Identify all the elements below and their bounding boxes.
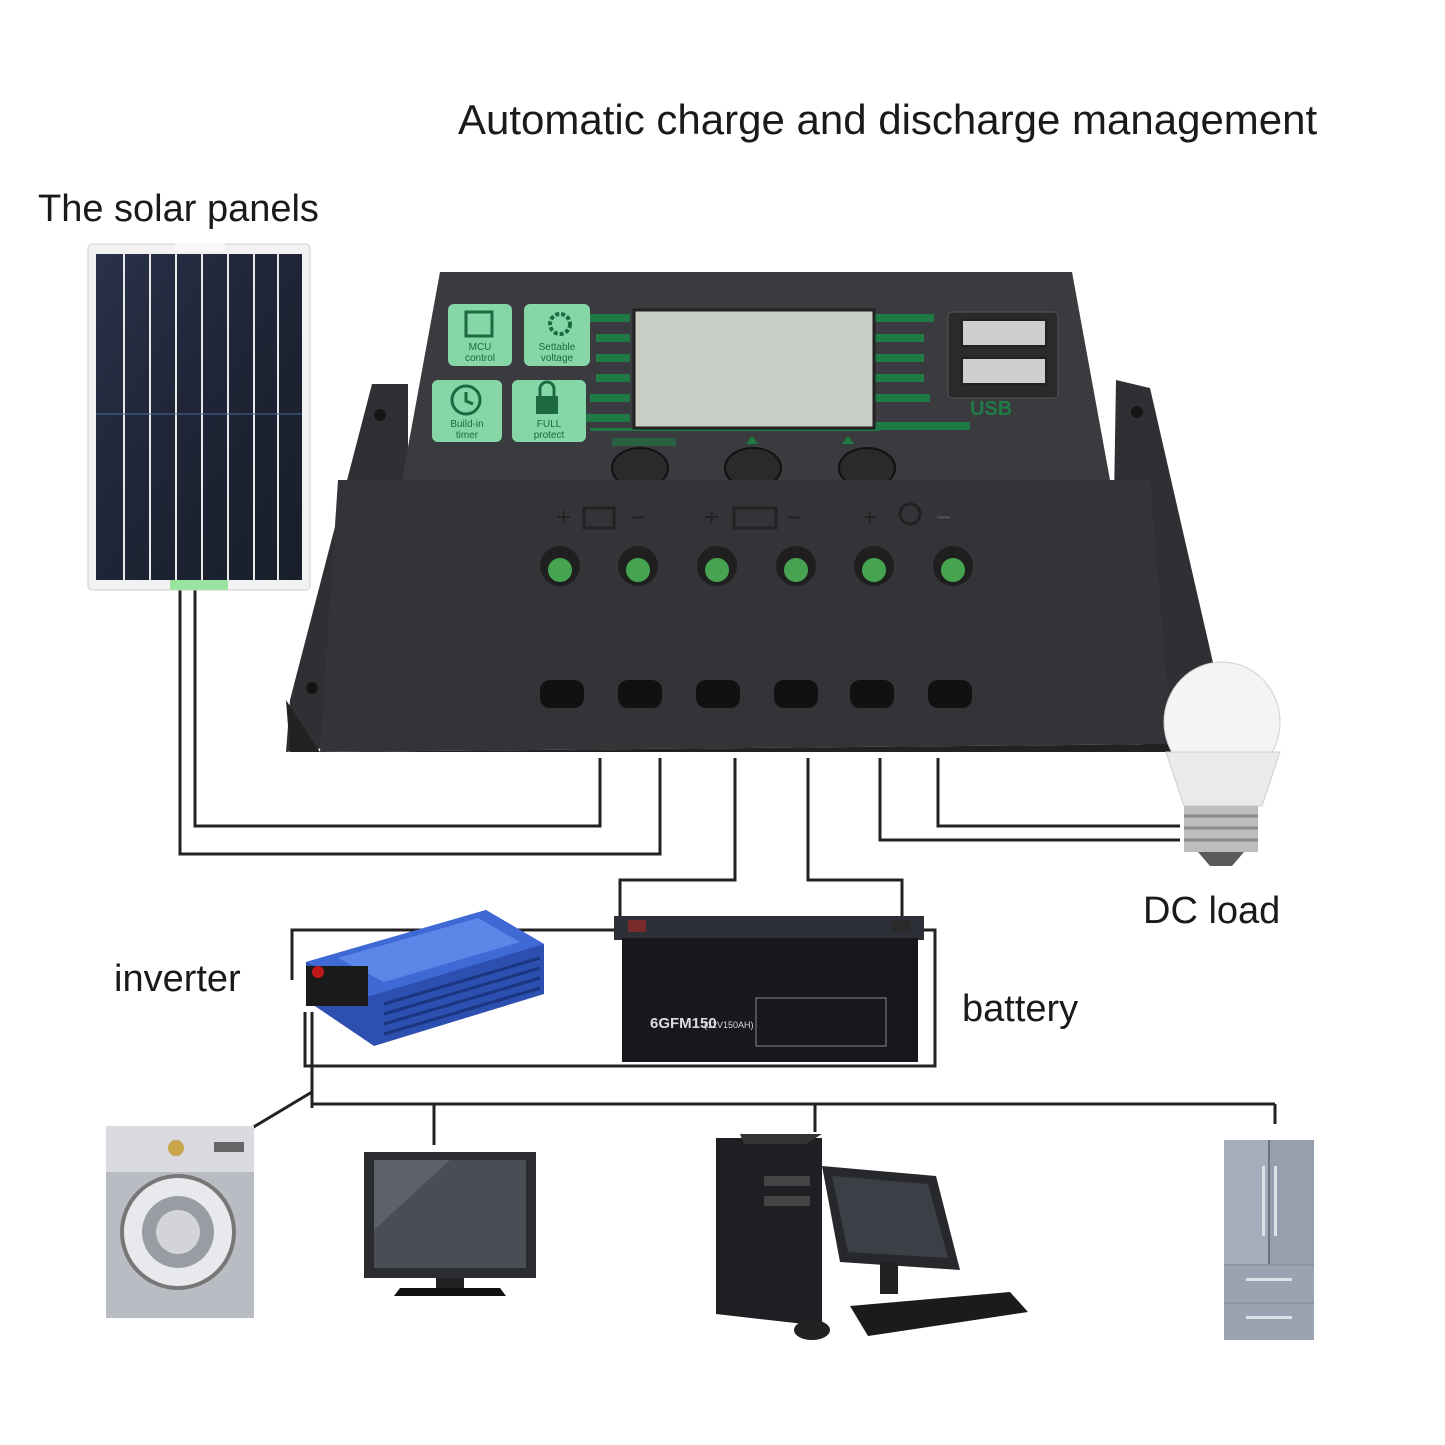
- battery-label: battery: [962, 988, 1079, 1030]
- btn-timer-line2: timer: [456, 430, 479, 441]
- wire-battery-positive: [618, 758, 737, 925]
- dc-load-label: DC load: [1143, 890, 1281, 932]
- wires: [178, 590, 1277, 1145]
- terminal-icons: + − + − + −: [556, 502, 951, 532]
- charge-controller: MCU control Settable voltage Build-in ti…: [286, 272, 1228, 752]
- lcd-screen: [632, 308, 876, 430]
- solar-panel: [87, 243, 311, 591]
- battery-icon: [732, 506, 778, 530]
- wire-load-negative: [936, 758, 1180, 828]
- svg-text:+: +: [862, 502, 877, 532]
- usb-ports: USB: [947, 311, 1059, 420]
- svg-text:−: −: [786, 502, 801, 532]
- svg-text:+: +: [704, 502, 719, 532]
- wire-slots: [540, 680, 972, 708]
- diagram-title: Automatic charge and discharge managemen…: [458, 96, 1318, 143]
- usb-port-2: [961, 357, 1047, 385]
- feature-buttons: MCU control Settable voltage Build-in ti…: [432, 304, 590, 442]
- inverter-label: inverter: [114, 958, 241, 1000]
- svg-text:+: +: [556, 502, 571, 532]
- clock-icon: [450, 384, 482, 416]
- wire-inverter-negative: [303, 928, 937, 1068]
- washing-machine: [106, 1126, 254, 1318]
- btn-mcu-line1: MCU: [469, 342, 492, 353]
- btn-protect-line1: FULL: [537, 419, 562, 430]
- desktop-computer: [716, 1134, 1028, 1340]
- battery-model-text: 6GFM150: [650, 1015, 717, 1032]
- gear-icon: [548, 312, 572, 336]
- svg-text:−: −: [936, 502, 951, 532]
- wire-to-washer: [251, 1090, 313, 1130]
- solar-panels-label: The solar panels: [38, 188, 319, 230]
- terminal-screws: [540, 546, 973, 586]
- lock-icon: [536, 380, 558, 414]
- refrigerator: [1224, 1140, 1314, 1340]
- wire-solar-positive: [193, 590, 602, 828]
- battery: 6GFM150 (12V150AH): [614, 916, 924, 1062]
- btn-timer-line1: Build-in: [450, 419, 483, 430]
- btn-mcu-line2: control: [465, 353, 495, 364]
- inverter: [306, 910, 544, 1046]
- dc-load-bulb: [1163, 661, 1281, 866]
- usb-port-1: [961, 319, 1047, 347]
- control-buttons: [611, 436, 896, 489]
- wire-load-positive: [878, 758, 1180, 842]
- chip-icon: [464, 310, 494, 338]
- monitor: [364, 1152, 536, 1296]
- usb-label: USB: [970, 398, 1012, 420]
- btn-settable-line2: voltage: [541, 353, 574, 364]
- bulb-icon: [898, 502, 922, 526]
- svg-text:−: −: [630, 502, 645, 532]
- wire-solar-negative: [178, 590, 662, 856]
- btn-protect-line2: protect: [534, 430, 565, 441]
- solar-panel-icon: [582, 506, 616, 530]
- btn-settable-line1: Settable: [539, 342, 576, 353]
- battery-spec-text: (12V150AH): [704, 1020, 754, 1030]
- wire-battery-negative: [806, 758, 904, 925]
